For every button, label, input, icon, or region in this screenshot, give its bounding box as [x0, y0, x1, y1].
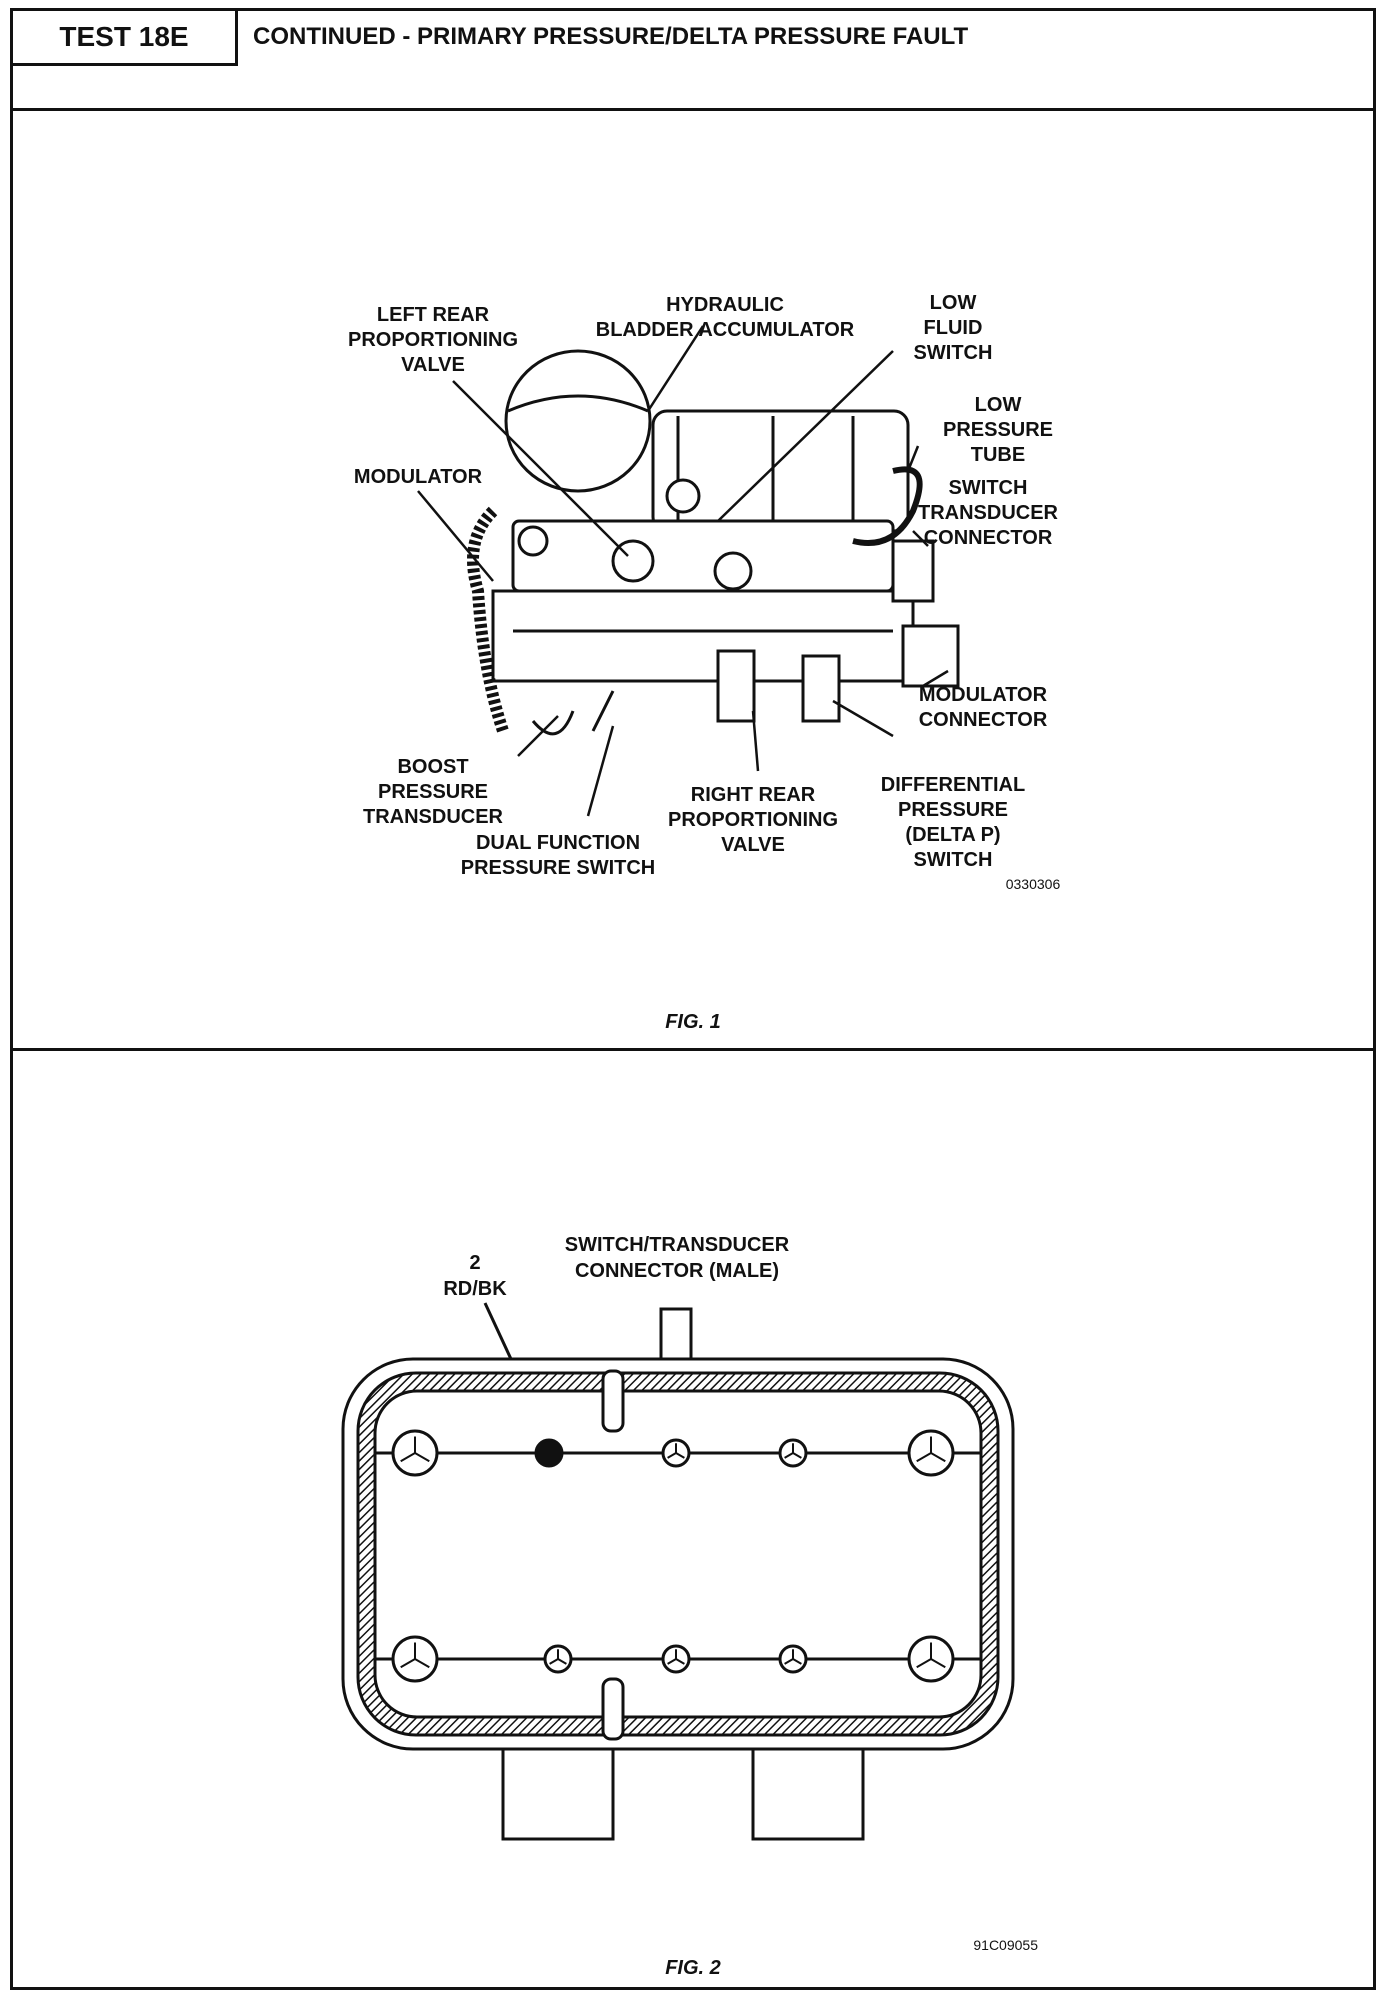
dual-function-switch-label-2: PRESSURE SWITCH [461, 857, 655, 879]
dual-function-switch-label-1: DUAL FUNCTION [476, 832, 640, 854]
figure-2-code: 91C09055 [973, 1937, 1038, 1951]
accumulator-label-1: HYDRAULIC [666, 294, 784, 316]
abs-assembly-illustration [467, 349, 960, 736]
boost-transducer-label-2: PRESSURE [378, 781, 488, 803]
pin-contact-mark [916, 1436, 946, 1463]
connector-title-1: SWITCH/TRANSDUCER [565, 1234, 790, 1256]
pin-contact-mark [784, 1443, 802, 1459]
leader-lines [417, 325, 949, 817]
accumulator-label-2: BLADDER ACCUMULATOR [596, 319, 855, 341]
pin-contact-mark [667, 1443, 685, 1459]
pin-contact-mark [784, 1649, 802, 1665]
modulator-body [511, 519, 895, 593]
right-rear-valve-label-1: RIGHT REAR [691, 784, 816, 806]
reservoir-block [651, 409, 910, 533]
test-id: TEST 18E [13, 11, 238, 66]
figure-1-caption: FIG. 1 [665, 1011, 721, 1033]
boost-transducer-label-1: BOOST [397, 756, 468, 778]
figure-2-caption: FIG. 2 [665, 1957, 721, 1979]
pin-2-number: 2 [469, 1252, 480, 1274]
differential-switch-label-3: (DELTA P) [905, 824, 1000, 846]
left-rear-valve-label-1: LEFT REAR [377, 304, 490, 326]
pin-contact-mark [916, 1642, 946, 1669]
connector-body [341, 1307, 1015, 1841]
figure-1-labels: LEFT REAR PROPORTIONING VALVE HYDRAULIC … [348, 292, 1060, 892]
modulator-connector-drawing [901, 624, 960, 688]
figure-1-panel: LEFT REAR PROPORTIONING VALVE HYDRAULIC … [13, 111, 1373, 1051]
differential-switch-label-1: DIFFERENTIAL [881, 774, 1025, 796]
low-fluid-switch-label-1: LOW [930, 292, 977, 314]
modulator-connector-label-1: MODULATOR [919, 684, 1048, 706]
lower-housing [491, 589, 915, 683]
page-frame: TEST 18E CONTINUED - PRIMARY PRESSURE/DE… [10, 8, 1376, 1990]
switch-transducer-connector-label-1: SWITCH [949, 477, 1028, 499]
modulator-connector-label-2: CONNECTOR [919, 709, 1048, 731]
connector-pins [391, 1429, 955, 1683]
pin-contact-mark [667, 1649, 685, 1665]
accumulator-body [504, 349, 652, 493]
right-rear-valve-label-3: VALVE [721, 834, 785, 856]
switch-transducer-connector-label-3: CONNECTOR [924, 527, 1053, 549]
test-title: CONTINUED - PRIMARY PRESSURE/DELTA PRESS… [253, 23, 969, 50]
switch-transducer-connector-drawing [891, 539, 935, 603]
header: TEST 18E CONTINUED - PRIMARY PRESSURE/DE… [13, 11, 1373, 111]
pin-2-wire-color: RD/BK [443, 1278, 507, 1300]
figure-1-code: 0330306 [1006, 876, 1061, 892]
low-pressure-tube-label-3: TUBE [971, 444, 1025, 466]
pin-contact-mark [549, 1649, 567, 1665]
boost-transducer-label-3: TRANSDUCER [363, 806, 504, 828]
pin-2-cavity [534, 1438, 564, 1468]
delta-p-switch-drawing [716, 649, 756, 723]
figure-2-panel: SWITCH/TRANSDUCER CONNECTOR (MALE) 2 RD/… [13, 1051, 1373, 1987]
differential-switch-label-4: SWITCH [914, 849, 993, 871]
wire-harness [467, 506, 509, 733]
figure-2-drawing: SWITCH/TRANSDUCER CONNECTOR (MALE) 2 RD/… [341, 1234, 1038, 1953]
connector-title-2: CONNECTOR (MALE) [575, 1260, 779, 1282]
left-rear-valve-label-3: VALVE [401, 354, 465, 376]
left-rear-valve-label-2: PROPORTIONING [348, 329, 518, 351]
low-fluid-switch-label-2: FLUID [924, 317, 983, 339]
switch-transducer-connector-label-2: TRANSDUCER [918, 502, 1059, 524]
pin-contact-mark [400, 1642, 430, 1669]
right-rear-valve-label-2: PROPORTIONING [668, 809, 838, 831]
modulator-label: MODULATOR [354, 466, 483, 488]
pin-contact-mark [400, 1436, 430, 1463]
low-pressure-tube-label-1: LOW [975, 394, 1022, 416]
low-pressure-tube-label-2: PRESSURE [943, 419, 1053, 441]
differential-switch-label-2: PRESSURE [898, 799, 1008, 821]
low-fluid-switch-label-3: SWITCH [914, 342, 993, 364]
figure-1-drawing: LEFT REAR PROPORTIONING VALVE HYDRAULIC … [348, 292, 1060, 892]
